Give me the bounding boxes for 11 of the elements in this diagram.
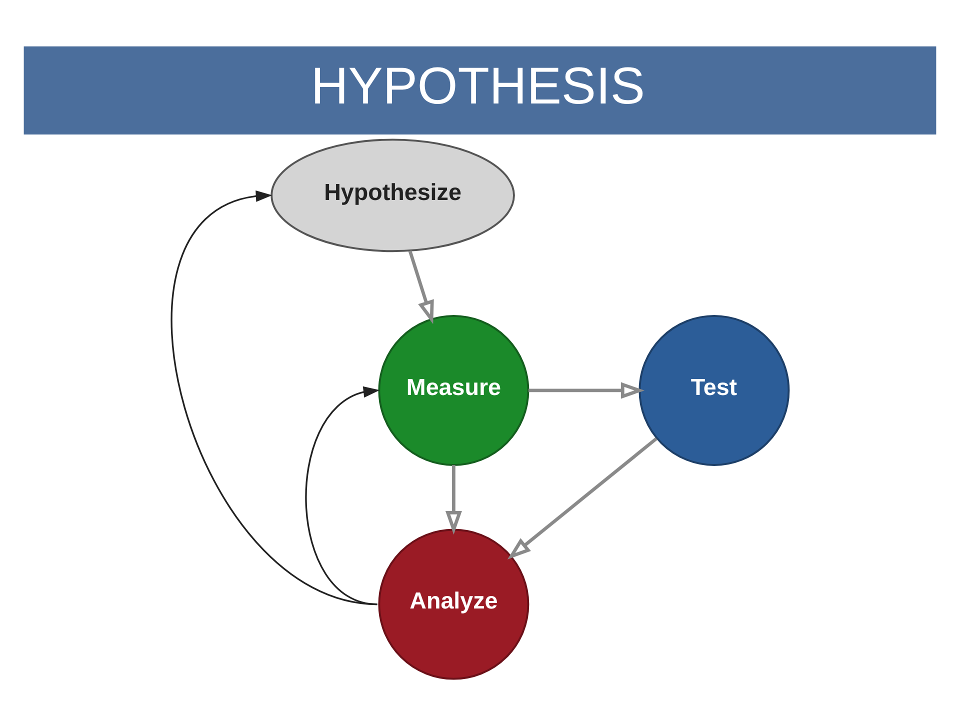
arrow [170,190,378,606]
node-ellipse: Hypothesize [270,138,515,252]
node-circle: Measure [378,314,530,466]
node-circle: Test [638,314,790,466]
arrow [528,382,645,399]
diagram-title: HYPOTHESIS [310,56,645,114]
node-circle: Analyze [378,528,530,680]
arrow [305,386,380,606]
arrow [445,465,462,535]
arrow [507,437,658,560]
arrow [408,250,434,324]
